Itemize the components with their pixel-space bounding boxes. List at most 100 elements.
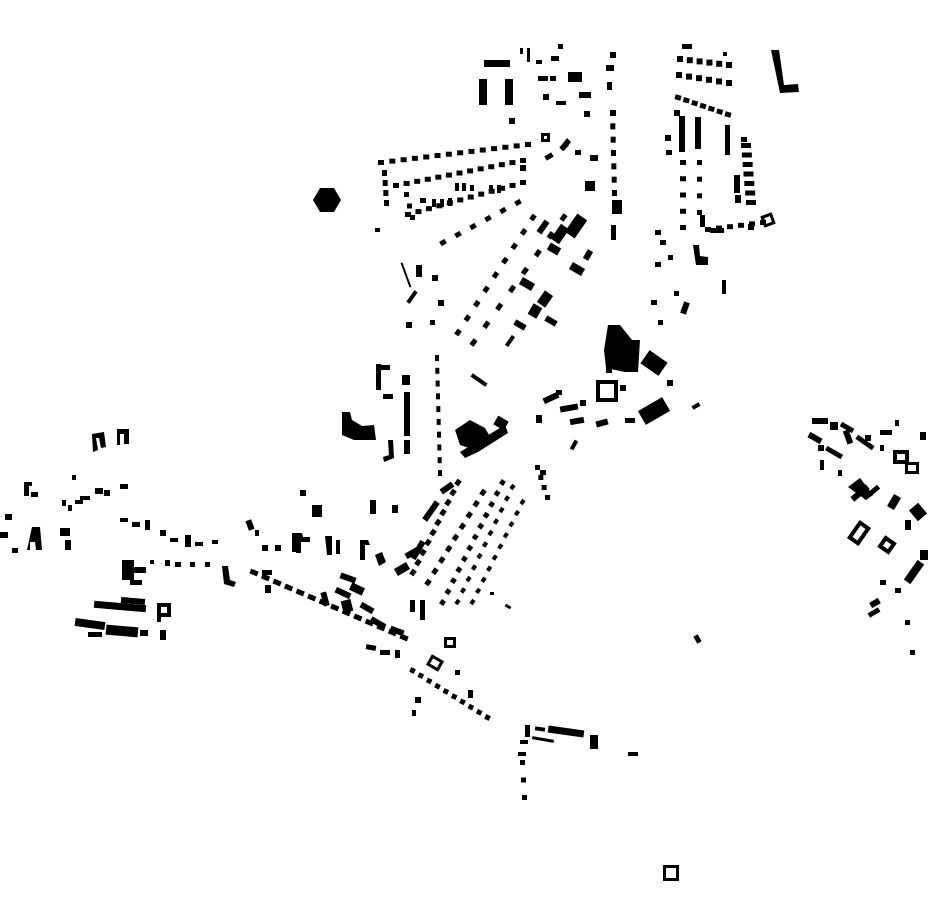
building bbox=[895, 588, 901, 593]
building bbox=[120, 484, 128, 489]
building bbox=[437, 431, 441, 438]
building bbox=[584, 111, 590, 117]
building bbox=[392, 505, 398, 513]
building bbox=[468, 690, 473, 698]
building bbox=[467, 194, 474, 200]
building bbox=[175, 562, 181, 567]
building bbox=[660, 240, 666, 245]
building bbox=[455, 183, 459, 191]
building bbox=[24, 482, 32, 486]
building bbox=[300, 490, 306, 496]
building bbox=[564, 213, 588, 239]
building bbox=[905, 620, 910, 625]
building bbox=[527, 48, 530, 62]
building bbox=[486, 565, 493, 572]
building bbox=[445, 151, 452, 157]
building bbox=[745, 190, 756, 196]
building bbox=[205, 562, 210, 567]
building bbox=[726, 62, 732, 68]
building bbox=[492, 518, 500, 525]
building bbox=[705, 227, 711, 232]
building bbox=[359, 601, 375, 615]
building bbox=[417, 672, 425, 680]
building bbox=[74, 617, 106, 631]
building bbox=[72, 475, 76, 480]
building bbox=[582, 249, 594, 261]
building bbox=[865, 435, 871, 441]
building bbox=[824, 445, 844, 460]
building bbox=[559, 403, 579, 413]
building bbox=[134, 567, 146, 573]
building bbox=[503, 495, 511, 502]
building bbox=[400, 262, 412, 288]
building bbox=[245, 519, 255, 531]
building bbox=[383, 394, 393, 399]
building bbox=[536, 415, 542, 423]
building bbox=[406, 290, 418, 304]
building bbox=[434, 682, 441, 690]
building bbox=[117, 429, 129, 445]
building bbox=[513, 143, 520, 149]
building bbox=[88, 632, 102, 637]
courtyard-building bbox=[893, 450, 909, 464]
building bbox=[716, 60, 723, 67]
building bbox=[369, 616, 387, 630]
building bbox=[365, 644, 377, 651]
building bbox=[430, 320, 435, 325]
district-north-center bbox=[313, 44, 622, 348]
building bbox=[404, 392, 410, 422]
building bbox=[519, 227, 528, 236]
building bbox=[680, 301, 690, 315]
building bbox=[456, 170, 463, 176]
courtyard-building bbox=[760, 212, 776, 228]
building bbox=[432, 199, 436, 207]
building bbox=[484, 714, 491, 721]
building bbox=[580, 400, 586, 406]
building bbox=[438, 300, 444, 306]
building bbox=[451, 533, 460, 542]
building bbox=[457, 197, 464, 203]
building bbox=[525, 725, 530, 737]
building bbox=[406, 322, 412, 328]
building bbox=[869, 597, 881, 609]
building bbox=[722, 280, 726, 294]
district-central bbox=[536, 325, 701, 451]
building bbox=[499, 206, 507, 215]
building bbox=[424, 578, 432, 587]
large-building bbox=[342, 412, 376, 440]
building bbox=[611, 225, 616, 240]
building bbox=[505, 79, 513, 105]
building bbox=[295, 588, 305, 597]
building bbox=[655, 230, 661, 235]
building bbox=[375, 228, 380, 232]
building bbox=[445, 172, 452, 178]
building bbox=[910, 650, 915, 655]
l-shaped-building bbox=[693, 245, 708, 265]
building bbox=[414, 178, 421, 184]
building bbox=[402, 375, 410, 385]
building bbox=[611, 150, 616, 156]
building bbox=[590, 155, 598, 161]
building bbox=[466, 544, 474, 552]
building bbox=[454, 328, 462, 337]
building bbox=[262, 570, 272, 575]
building bbox=[895, 420, 899, 426]
building bbox=[130, 580, 142, 585]
building bbox=[459, 587, 467, 594]
building bbox=[415, 209, 422, 215]
building bbox=[312, 505, 322, 517]
building bbox=[80, 496, 90, 500]
building bbox=[558, 44, 563, 49]
building bbox=[307, 593, 317, 602]
building bbox=[482, 285, 490, 294]
building bbox=[488, 500, 496, 508]
building bbox=[348, 582, 366, 596]
building bbox=[842, 429, 854, 445]
building bbox=[491, 146, 498, 152]
building bbox=[370, 500, 376, 514]
building bbox=[410, 215, 415, 220]
building bbox=[839, 421, 855, 434]
building bbox=[520, 158, 526, 163]
building bbox=[436, 418, 441, 425]
